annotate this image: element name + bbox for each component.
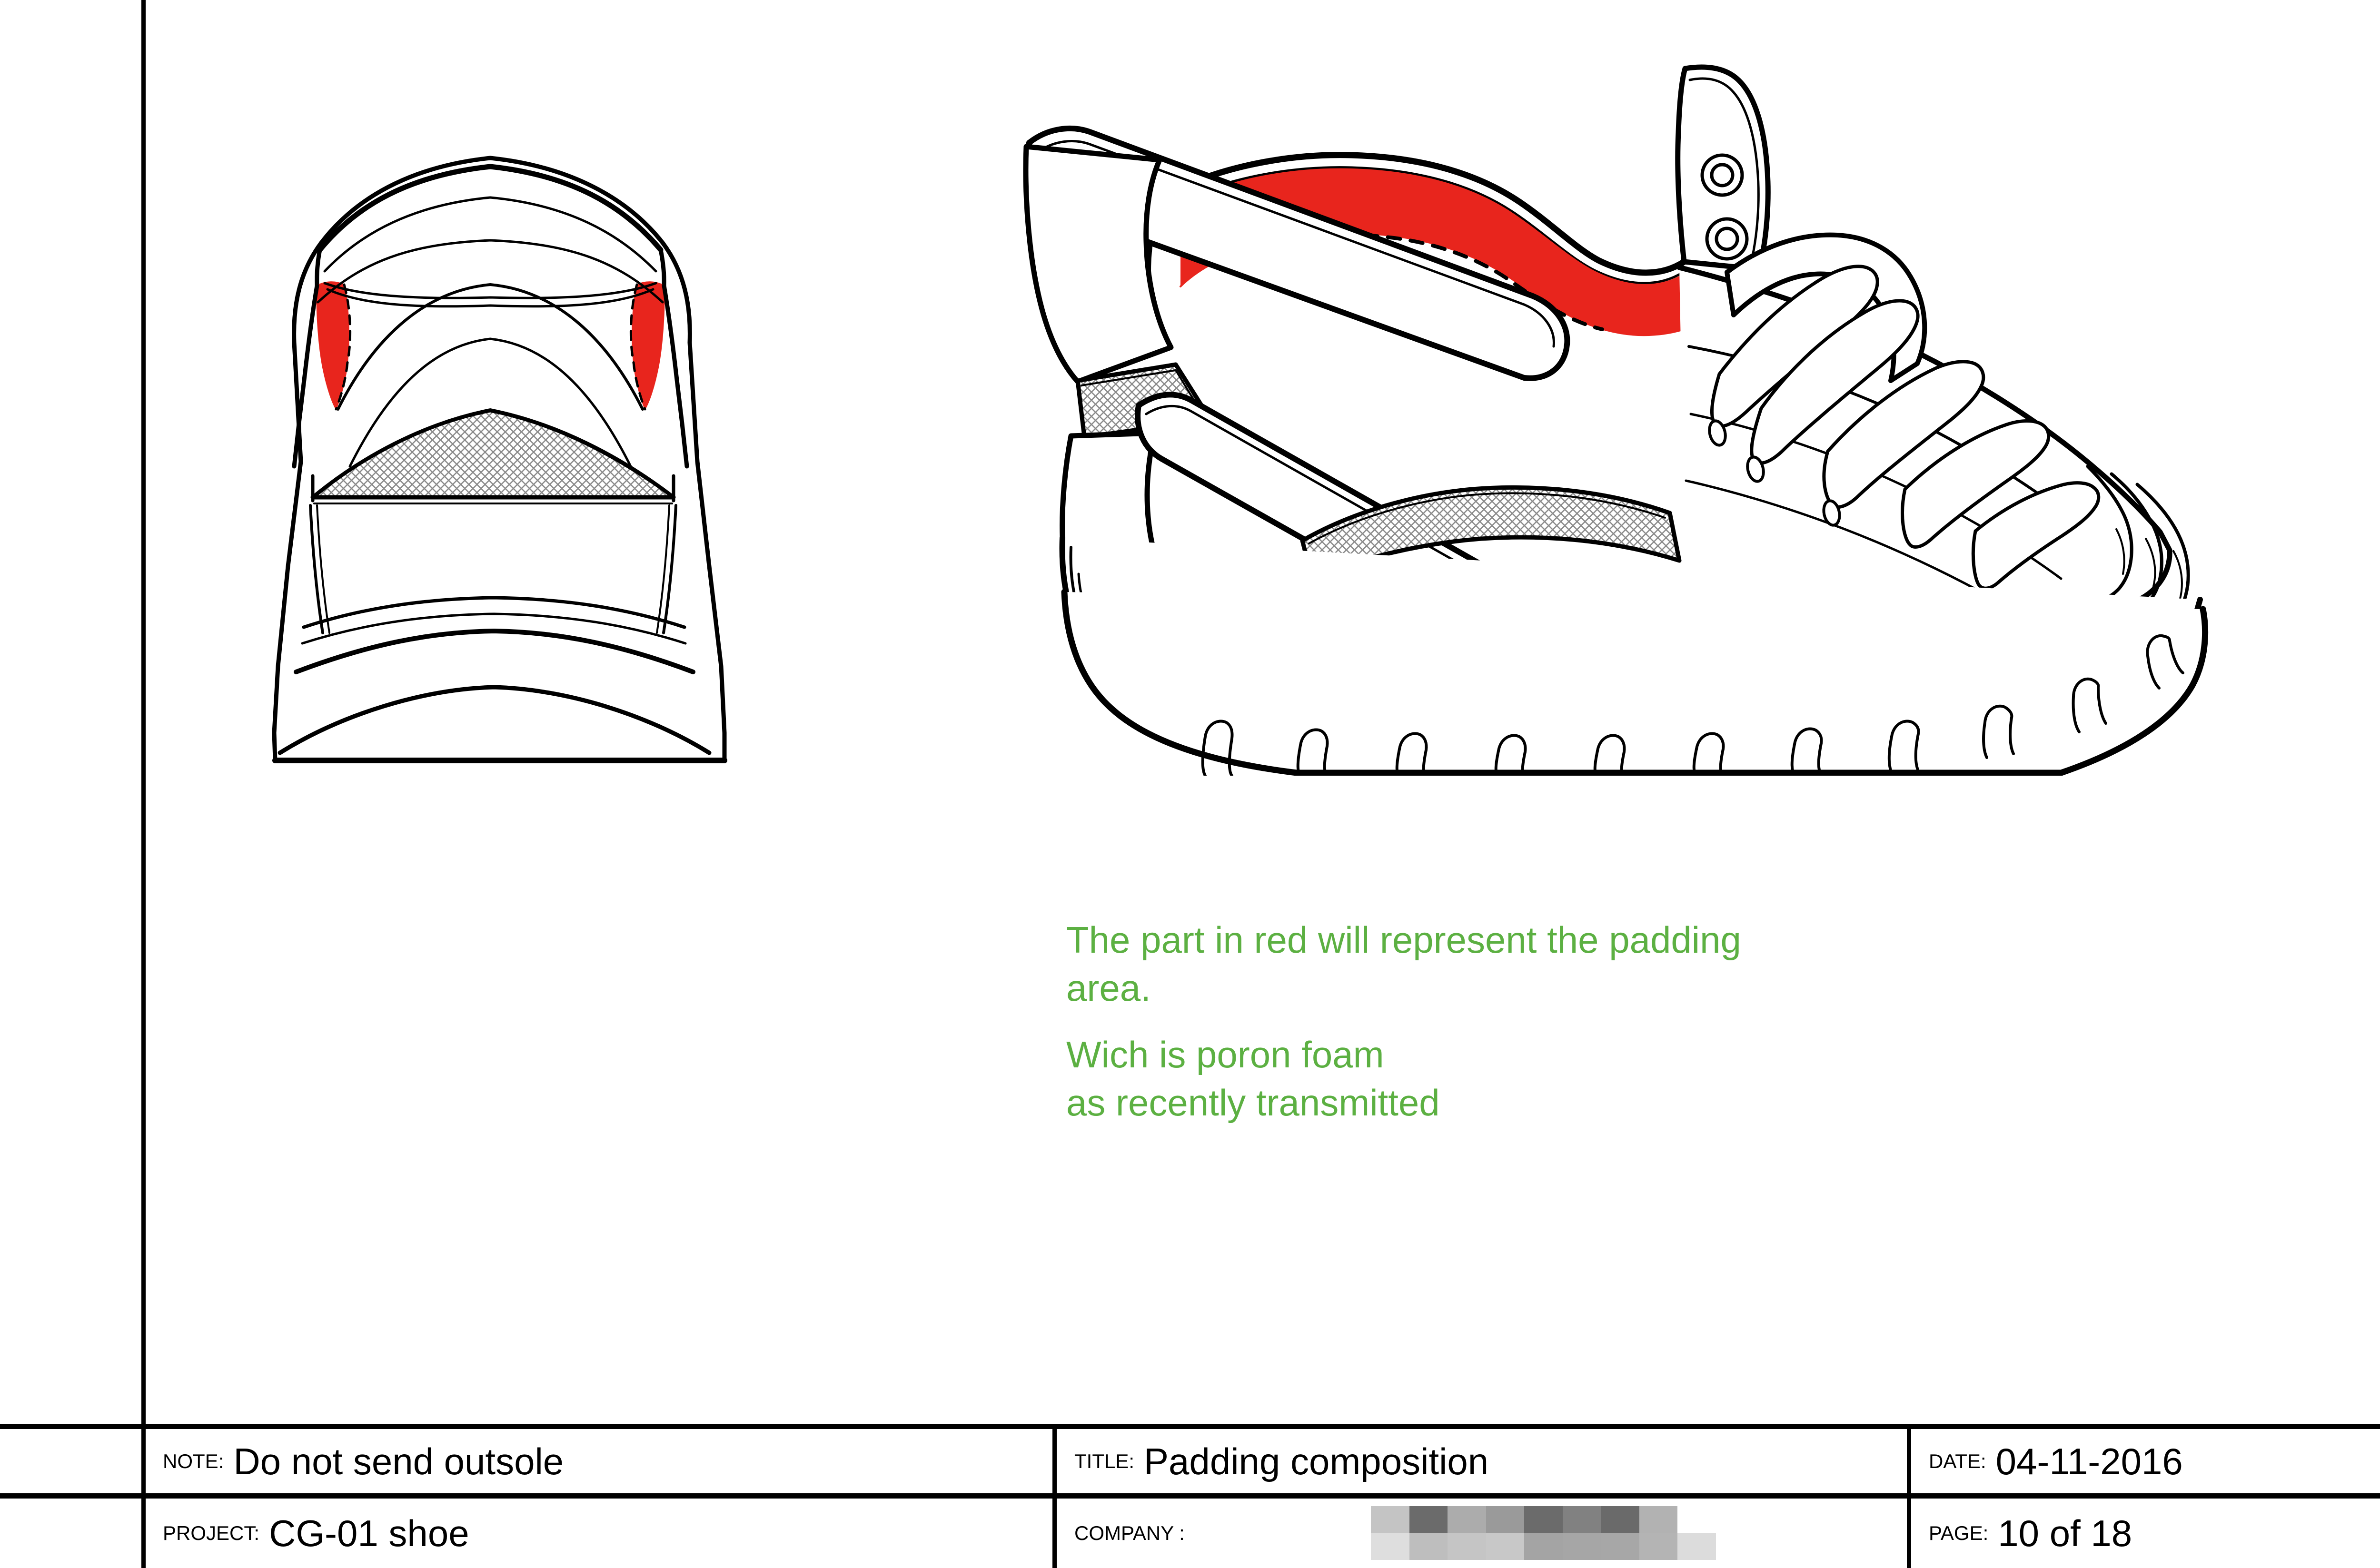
shoe-side-view	[1019, 52, 2266, 776]
logo-pixel-block	[1562, 1506, 1601, 1533]
note-value: Do not send outsole	[233, 1440, 564, 1482]
annotation-line-2: Wich is poron foam as recently transmitt…	[1066, 1031, 1780, 1127]
project-field: PROJECT: CG-01 shoe	[157, 1499, 469, 1568]
page-field: PAGE: 10 of 18	[1923, 1499, 2132, 1568]
logo-pixel-block	[1677, 1533, 1716, 1560]
project-value: CG-01 shoe	[269, 1512, 469, 1554]
logo-pixel-block	[1639, 1506, 1678, 1533]
annotation-line-1: The part in red will represent the paddi…	[1066, 919, 1741, 1009]
date-value: 04-11-2016	[1995, 1440, 2183, 1482]
note-field: NOTE: Do not send outsole	[157, 1430, 564, 1493]
logo-pixel-block	[1486, 1533, 1525, 1560]
logo-pixel-block	[1562, 1533, 1601, 1560]
logo-pixel-block	[1486, 1506, 1525, 1533]
title-field: TITLE: Padding composition	[1069, 1430, 1488, 1493]
logo-pixel-block	[1371, 1533, 1409, 1560]
annotation-note: The part in red will represent the paddi…	[1066, 916, 1780, 1127]
logo-pixel-block	[1448, 1506, 1486, 1533]
annotation-line-2a: Wich is poron foam	[1066, 1033, 1384, 1075]
page-value: 10 of 18	[1998, 1512, 2132, 1554]
annotation-line-2b: as recently transmitted	[1066, 1082, 1440, 1124]
title-block-rule-top	[0, 1424, 2380, 1429]
title-block-divider-left	[141, 1424, 146, 1568]
company-label: COMPANY :	[1074, 1522, 1185, 1544]
company-field: COMPANY :	[1069, 1499, 1185, 1568]
company-logo-redacted	[1371, 1506, 1716, 1560]
title-block: NOTE: Do not send outsole PROJECT: CG-01…	[0, 1424, 2380, 1568]
shoe-front-view	[267, 48, 828, 857]
logo-pixel-block	[1409, 1506, 1448, 1533]
title-block-divider-center	[1052, 1424, 1057, 1568]
title-label: TITLE:	[1074, 1450, 1135, 1472]
date-label: DATE:	[1929, 1450, 1986, 1472]
logo-pixel-block	[1409, 1533, 1448, 1560]
logo-pixel-block	[1448, 1533, 1486, 1560]
date-field: DATE: 04-11-2016	[1923, 1430, 2183, 1493]
logo-pixel-block	[1639, 1533, 1678, 1560]
title-block-divider-right	[1907, 1424, 1911, 1568]
logo-pixel-block	[1524, 1533, 1563, 1560]
logo-pixel-block	[1524, 1506, 1563, 1533]
title-block-rule-mid	[0, 1493, 2380, 1499]
logo-pixel-block	[1601, 1506, 1639, 1533]
logo-pixel-block	[1601, 1533, 1639, 1560]
project-label: PROJECT:	[163, 1522, 260, 1544]
logo-pixel-block	[1677, 1506, 1716, 1533]
page-label: PAGE:	[1929, 1522, 1989, 1544]
frame-left-border	[141, 0, 146, 1424]
title-value: Padding composition	[1144, 1440, 1489, 1482]
note-label: NOTE:	[163, 1450, 224, 1472]
logo-pixel-block	[1371, 1506, 1409, 1533]
